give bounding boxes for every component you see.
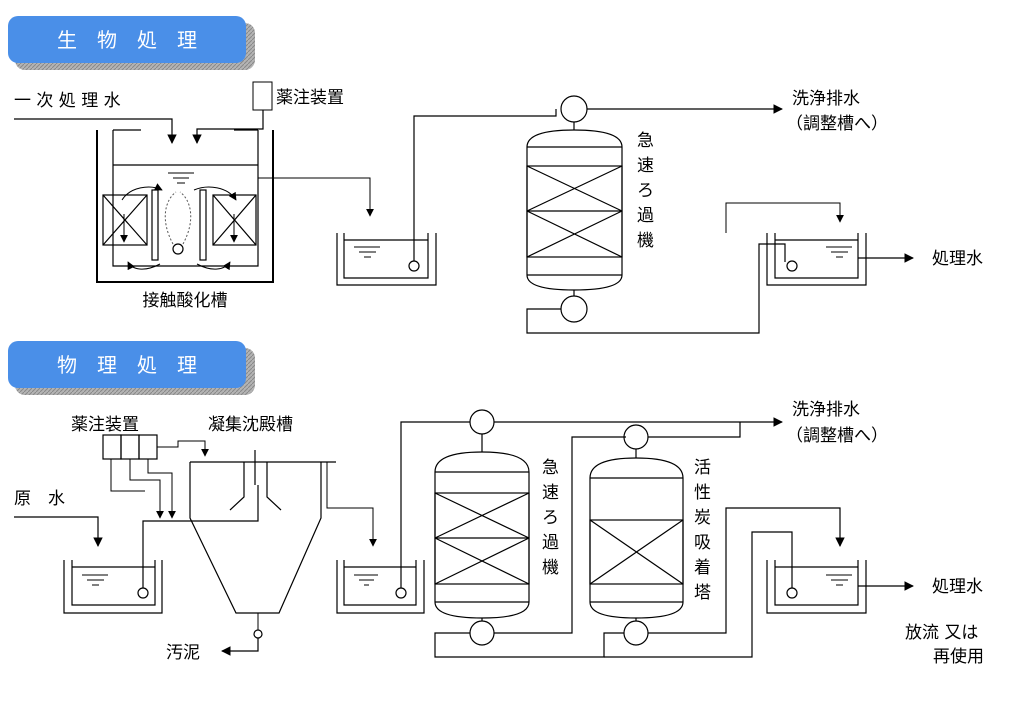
raw-water-label: 原 水 — [14, 489, 65, 509]
treated-pit-bio — [766, 233, 867, 286]
carbon-tower-label: 活 性 炭 吸 着 塔 — [694, 458, 711, 603]
svg-text:ろ: ろ — [637, 181, 654, 201]
section-title-bio: 生 物 処 理 — [57, 28, 197, 52]
overflow-arrow-bio — [258, 177, 374, 217]
overflow-arrow-phys — [326, 462, 377, 547]
rapid-filter-label-bio: 急 速 ろ 過 機 — [637, 131, 654, 251]
svg-text:ろ: ろ — [542, 508, 559, 528]
chem-inject-label-bio: 薬注装置 — [276, 88, 344, 108]
chem-feed-line-d — [157, 440, 209, 457]
wash-drain-label-phys: 洗浄排水 — [792, 400, 860, 420]
treated-pit-phys — [766, 560, 867, 614]
sludge-label: 汚泥 — [166, 643, 200, 663]
pump-bottom-phys-2 — [623, 620, 649, 646]
filtrate-arrow-bio — [725, 202, 844, 233]
raw-inflow-arrow — [14, 516, 103, 547]
raw-feed-line — [142, 485, 259, 588]
section-header-phys: 物 理 処 理 — [8, 341, 255, 395]
rapid-filter-bio — [526, 129, 623, 291]
carbon-adsorption-tower — [589, 457, 684, 619]
pump-top-phys-2 — [623, 424, 649, 450]
chem-feed-arrow-bio — [192, 110, 264, 144]
wash-drain-dest-bio: （調整槽へ） — [786, 114, 888, 134]
svg-text:急: 急 — [542, 458, 559, 478]
rapid-filter-label-phys: 急 速 ろ 過 機 — [542, 458, 559, 578]
svg-text:急: 急 — [637, 131, 654, 151]
wash-drain-dest-phys: （調整槽へ） — [786, 426, 888, 446]
return-line-bio — [526, 243, 786, 334]
inflow-arrow-bio — [14, 118, 177, 144]
chem-inject-box-bio — [252, 81, 273, 111]
backwash-line-phys — [434, 632, 624, 658]
chem-inject-boxes-phys — [102, 434, 158, 460]
wash-drain-label-bio: 洗浄排水 — [792, 89, 860, 109]
svg-text:炭: 炭 — [694, 508, 711, 528]
chem-feed-line-a — [110, 459, 145, 492]
raw-water-pit — [63, 560, 163, 614]
primary-water-label: 一 次 処 理 水 — [14, 91, 121, 111]
svg-text:速: 速 — [542, 483, 559, 503]
sludge-valve — [253, 629, 263, 639]
svg-text:過: 過 — [637, 206, 654, 226]
transfer-line-phys — [494, 436, 626, 634]
svg-text:活: 活 — [694, 458, 711, 478]
chem-inject-label-phys: 薬注装置 — [71, 415, 139, 435]
svg-text:過: 過 — [542, 533, 559, 553]
svg-text:機: 機 — [542, 558, 559, 578]
svg-text:性: 性 — [694, 483, 711, 503]
wash-join-line — [648, 422, 741, 438]
svg-text:着: 着 — [694, 558, 711, 578]
feed-line-bio — [413, 109, 557, 261]
feed-line-phys — [400, 421, 470, 588]
rapid-filter-phys — [434, 451, 530, 619]
intermediate-pit-phys — [336, 560, 425, 614]
treated-water-label-phys: 処理水 — [932, 577, 983, 597]
svg-text:速: 速 — [637, 156, 654, 176]
contact-tank-label: 接触酸化槽 — [143, 291, 228, 311]
svg-text:塔: 塔 — [694, 583, 711, 603]
svg-text:吸: 吸 — [694, 533, 711, 553]
pump-bottom-phys-1 — [469, 620, 495, 646]
section-header-bio: 生 物 処 理 — [8, 16, 255, 70]
coag-tank-label: 凝集沈殿槽 — [208, 415, 293, 435]
chem-feed-line-c — [147, 459, 176, 519]
svg-text:機: 機 — [637, 231, 654, 251]
discharge-label-2: 再使用 — [933, 646, 984, 667]
treated-water-label-bio: 処理水 — [932, 249, 983, 269]
section-title-phys: 物 理 処 理 — [57, 353, 197, 377]
sludge-arrow — [221, 638, 259, 656]
coag-settling-tank — [189, 450, 336, 614]
discharge-label-1: 放流 又は — [905, 623, 978, 643]
return-line-phys — [604, 531, 793, 658]
intermediate-pit-bio — [336, 233, 437, 286]
pump-top-phys-1 — [469, 409, 495, 435]
filtrate-arrow-phys — [648, 507, 845, 634]
contact-oxidation-tank — [96, 129, 274, 283]
pump-bottom-bio — [560, 295, 588, 323]
chem-feed-line-b — [129, 459, 164, 519]
pump-top-bio — [560, 95, 588, 123]
